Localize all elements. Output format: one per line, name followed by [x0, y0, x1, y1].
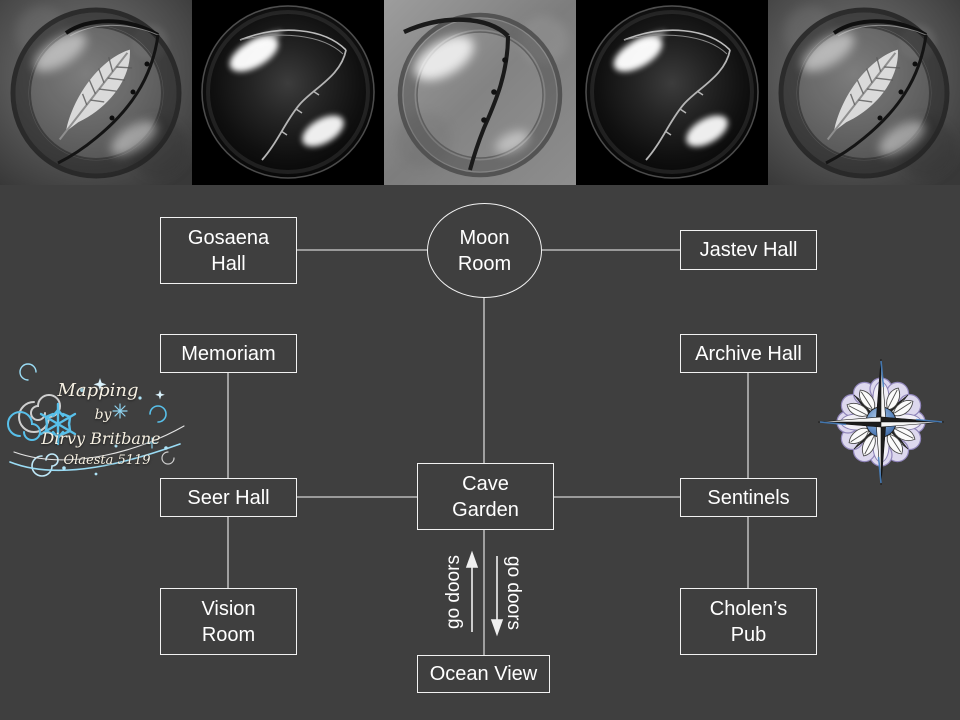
room-label-line: Seer Hall [187, 486, 270, 509]
room-label-line: Room [201, 623, 256, 646]
scythe-stone-ring-icon [384, 0, 576, 185]
room-seer-hall: Seer Hall [160, 478, 297, 517]
watermark-line-by: by [94, 407, 112, 423]
go-doors-label-up: go doors [443, 555, 464, 629]
room-label-line: Vision [201, 597, 256, 620]
room-sentinels: Sentinels [680, 478, 817, 517]
feather-sigil-orb-icon [768, 0, 960, 185]
room-label-line: Archive Hall [695, 342, 802, 365]
watermark-line-mapping: Mapping [57, 380, 139, 401]
room-label-line: Ocean View [429, 663, 538, 685]
room-ocean-view: Ocean View [417, 655, 550, 693]
scythe-dark-sphere-icon [192, 0, 384, 185]
room-label-line: Hall [211, 252, 246, 275]
room-label-line: Room [457, 252, 512, 275]
room-jastev-hall: Jastev Hall [680, 230, 817, 270]
room-archive-hall: Archive Hall [680, 334, 817, 373]
room-label-line: Cave [462, 472, 509, 495]
arrow-up-head [465, 550, 479, 568]
room-cave-garden: Cave Garden [417, 463, 554, 530]
room-label-line: Sentinels [707, 486, 790, 509]
room-label-line: Jastev Hall [699, 239, 798, 261]
room-gosaena-hall: Gosaena Hall [160, 217, 297, 284]
room-label-line: Gosaena [187, 226, 270, 249]
watermark-line-mapper-name: Dirvy Britbane [41, 429, 161, 448]
go-doors-label-down: go doors [503, 556, 524, 630]
scythe-dark-sphere-icon [576, 0, 768, 185]
room-label-line: Memoriam [181, 342, 276, 365]
feather-sigil-orb-icon [0, 0, 192, 185]
room-label-line: Cholen’s [709, 597, 788, 620]
flourish-swirls-icon [7, 363, 185, 477]
room-label-line: Garden [452, 498, 519, 521]
room-vision-room: Vision Room [160, 588, 297, 655]
mapper-watermark: Mapping by Dirvy Britbane Olaesta 5119 [0, 356, 190, 490]
compass-rose-icon [817, 358, 945, 486]
banner-strip [0, 0, 960, 185]
room-cholens-pub: Cholen’s Pub [680, 588, 817, 655]
room-connectors [227, 249, 749, 655]
room-memoriam: Memoriam [160, 334, 297, 373]
room-moon-room: Moon Room [427, 203, 542, 298]
room-label-line: Pub [730, 623, 767, 646]
watermark-line-date: Olaesta 5119 [63, 453, 151, 468]
room-label-line: Moon [459, 226, 510, 249]
go-doors-arrows [465, 550, 504, 637]
